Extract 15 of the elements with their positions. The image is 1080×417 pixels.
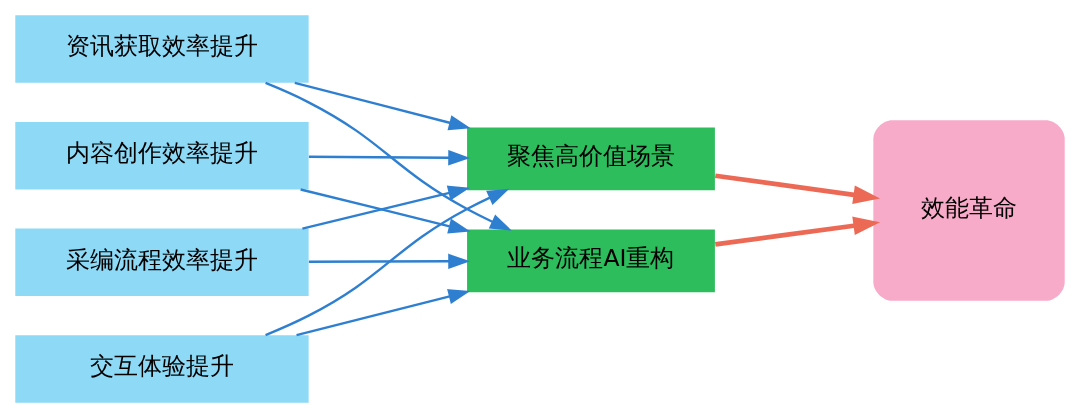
arrow [296,288,471,336]
node-box: 效能革命 [873,119,1065,301]
node-box: 业务流程AI重构 [467,228,715,292]
node-box: 采编流程效率提升 [15,228,309,296]
arrow [308,149,471,165]
node-box: 资讯获取效率提升 [15,14,309,83]
node-box: 交互体验提升 [15,334,309,403]
arrow [265,188,510,336]
node-box: 内容创作效率提升 [15,121,309,189]
arrow [265,81,512,231]
arrow [308,253,471,269]
node-box: 聚焦高价值场景 [467,126,715,190]
arrow [715,172,881,204]
arrow [715,216,881,247]
arrow [294,81,471,130]
